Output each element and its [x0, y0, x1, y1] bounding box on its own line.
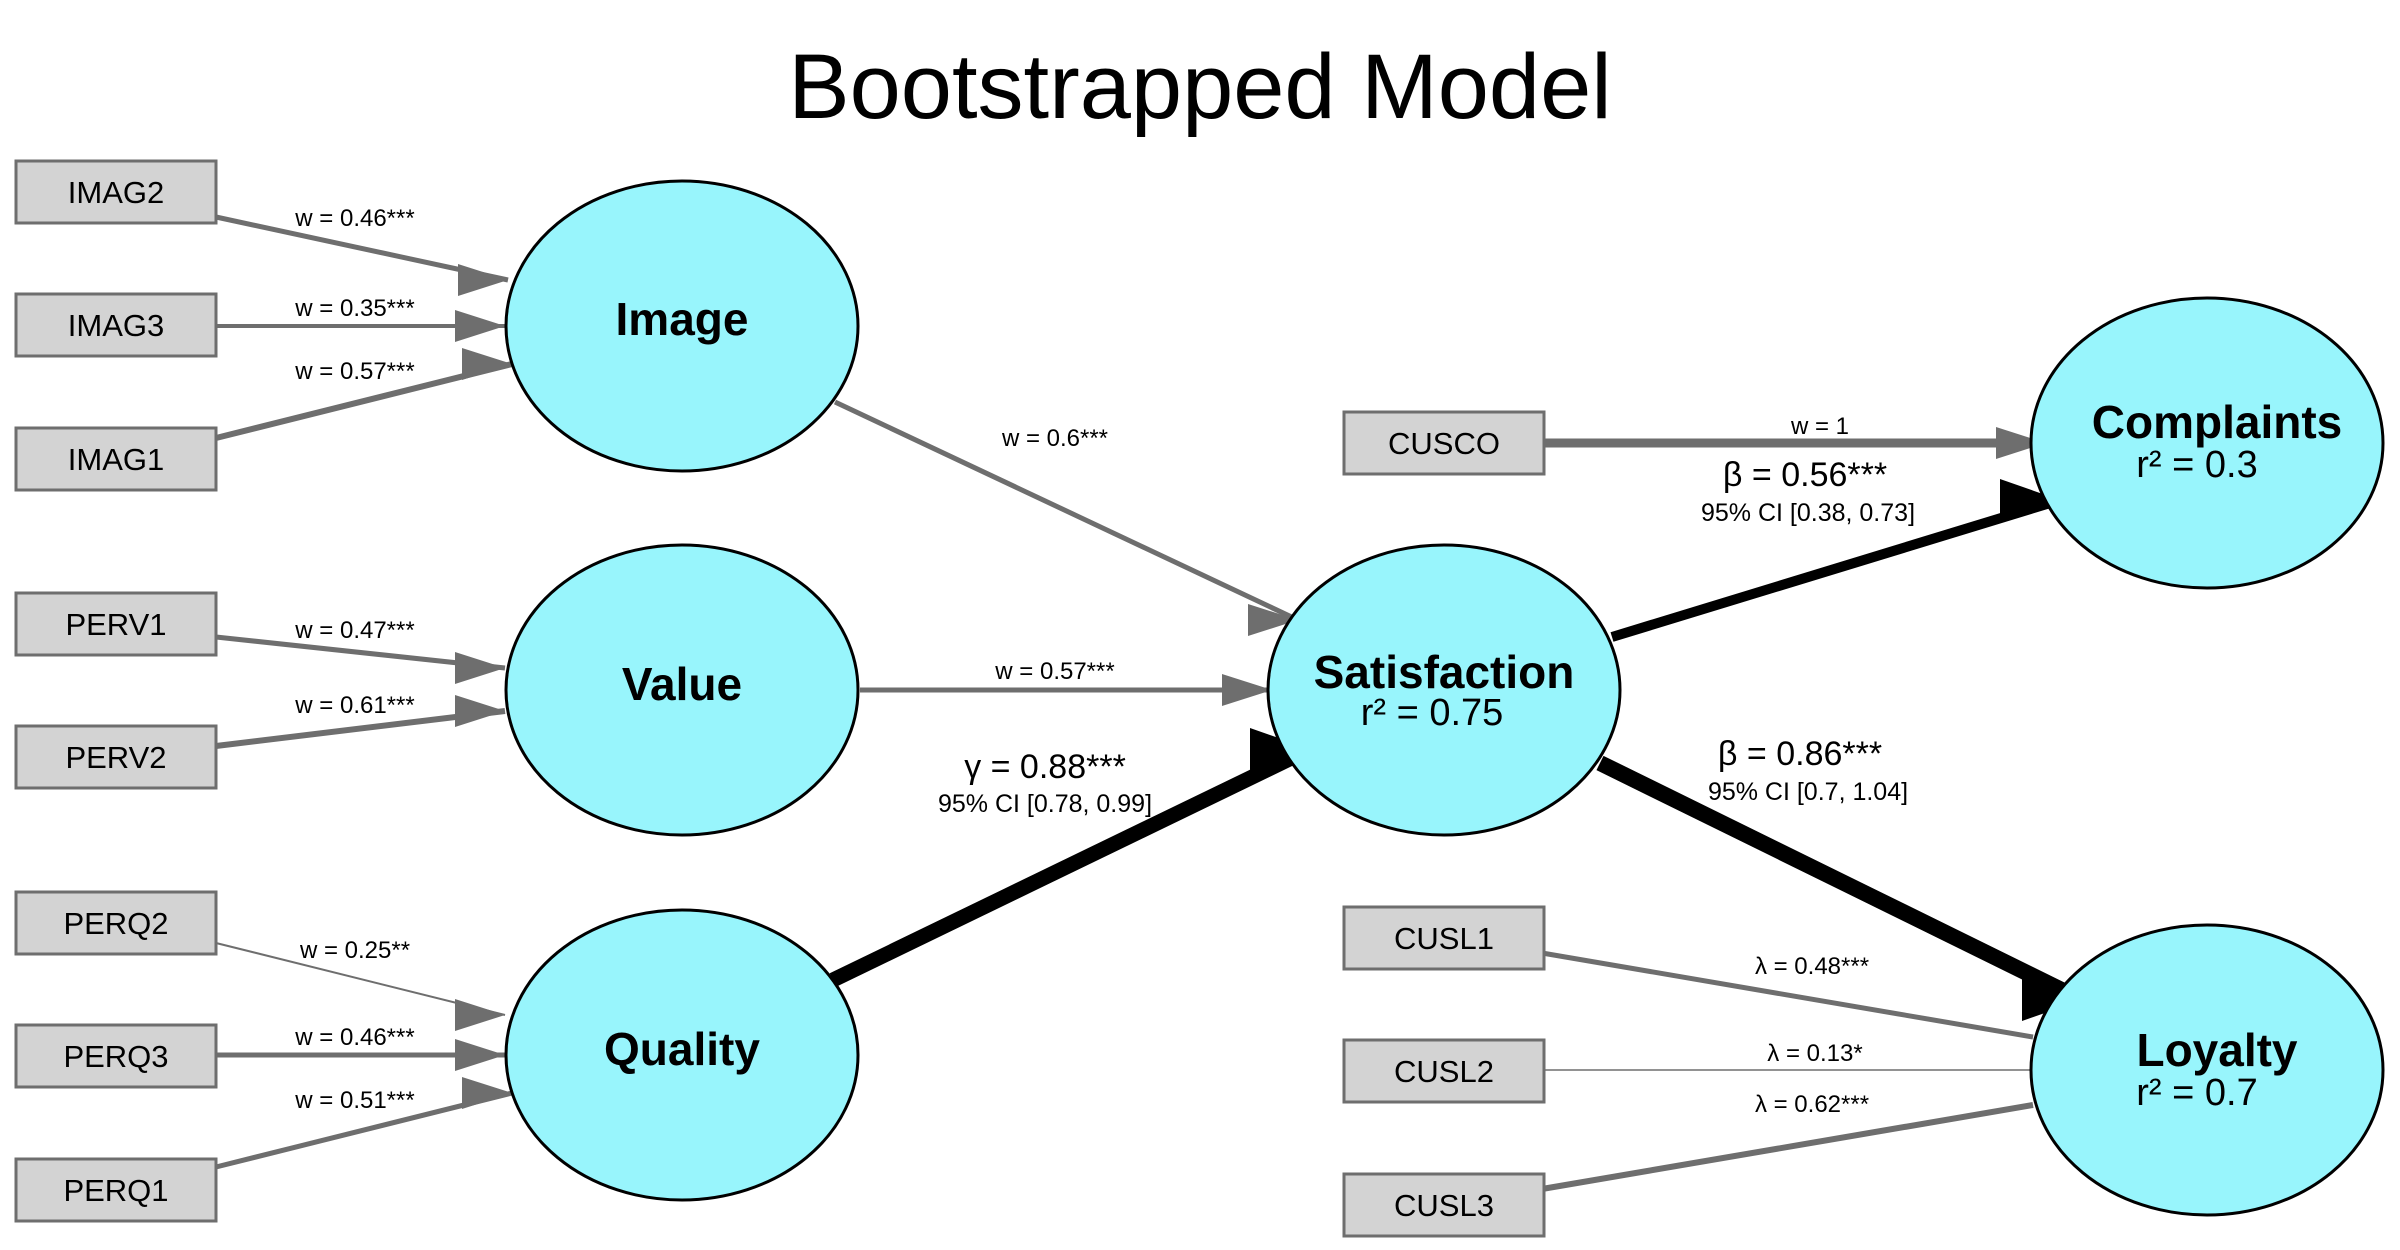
construct-ellipse: [2029, 296, 2385, 590]
construct-name: Value: [622, 658, 742, 710]
indicator-label: CUSL2: [1394, 1054, 1494, 1089]
construct-r-squared: r² = 0.75: [1361, 692, 1504, 734]
structural-edge-labels: w = 0.6*** w = 0.57*** γ = 0.88*** 95% C…: [938, 425, 1915, 818]
indicator-imag2: IMAG2: [14, 159, 218, 225]
indicator-cusl3: CUSL3: [1342, 1172, 1546, 1238]
construct-ellipse: [1266, 543, 1622, 837]
edge-satisfaction-loyalty: [1596, 755, 2086, 1021]
loading-label-cusl3: λ = 0.62***: [1755, 1091, 1869, 1118]
edge-perv2-value: [215, 695, 506, 749]
edge-image-satisfaction: [833, 399, 1300, 636]
structural-edges: [829, 399, 2086, 1021]
indicator-box: [14, 724, 218, 790]
indicator-label: IMAG1: [68, 442, 164, 477]
construct-loyalty: Loyalty r² = 0.7: [2029, 923, 2385, 1217]
edge-satisfaction-complaints: [1610, 479, 2062, 642]
indicator-perq3: PERQ3: [14, 1023, 218, 1089]
construct-quality: Quality: [504, 908, 860, 1202]
indicator-box: [14, 426, 218, 492]
indicator-box: [1342, 410, 1546, 476]
construct-value: Value: [504, 543, 860, 837]
weight-label-perv1: w = 0.47***: [294, 617, 414, 644]
weight-label-perv2: w = 0.61***: [294, 692, 414, 719]
construct-name: Image: [616, 293, 749, 345]
weight-label-cusco: w = 1: [1790, 413, 1849, 440]
path-coef-satisfaction-loyalty: β = 0.86***: [1718, 735, 1882, 773]
construct-r-squared: r² = 0.3: [2136, 444, 2257, 486]
edge-loyalty-cusl1: [1492, 937, 2034, 1040]
construct-complaints: Complaints r² = 0.3: [2029, 296, 2385, 590]
loading-label-cusl1: λ = 0.48***: [1755, 953, 1869, 980]
construct-image: Image: [504, 179, 860, 473]
weight-label-perq3: w = 0.46***: [294, 1024, 414, 1051]
construct-satisfaction: Satisfaction r² = 0.75: [1266, 543, 1622, 837]
edge-perq1-quality: [215, 1077, 513, 1170]
measurement-edge-labels: w = 0.46*** w = 0.35*** w = 0.57*** w = …: [294, 205, 1869, 1118]
loading-label-cusl2: λ = 0.13*: [1767, 1040, 1862, 1067]
weight-label-imag1: w = 0.57***: [294, 358, 414, 385]
indicator-label: IMAG2: [68, 175, 164, 210]
indicator-box: [14, 1157, 218, 1223]
construct-name: Quality: [604, 1023, 760, 1075]
weight-label-perq2: w = 0.25**: [299, 937, 410, 964]
weight-label-perq1: w = 0.51***: [294, 1087, 414, 1114]
indicator-label: PERQ3: [63, 1039, 168, 1074]
path-ci-satisfaction-complaints: 95% CI [0.38, 0.73]: [1701, 499, 1915, 527]
construct-ellipse: [504, 908, 860, 1202]
indicator-cusl1: CUSL1: [1342, 905, 1546, 971]
edge-perq2-quality: [215, 942, 506, 1031]
indicator-box: [1342, 1038, 1546, 1104]
edge-perv1-value: [215, 634, 506, 684]
indicator-label: PERQ2: [63, 906, 168, 941]
indicator-cusco: CUSCO: [1342, 410, 1546, 476]
construct-r-squared: r² = 0.7: [2136, 1072, 2257, 1114]
construct-ellipse: [504, 179, 860, 473]
construct-name: Loyalty: [2136, 1024, 2297, 1076]
indicator-label: CUSL1: [1394, 921, 1494, 956]
indicator-label: PERV2: [65, 740, 166, 775]
indicator-box: [1342, 1172, 1546, 1238]
indicator-box: [14, 1023, 218, 1089]
indicator-imag1: IMAG1: [14, 426, 218, 492]
edge-imag2-image: [215, 214, 509, 296]
indicator-label: CUSCO: [1388, 426, 1500, 461]
indicator-label: PERV1: [65, 607, 166, 642]
construct-ellipse: [2029, 923, 2385, 1217]
indicator-box: [14, 292, 218, 358]
path-ci-quality-satisfaction: 95% CI [0.78, 0.99]: [938, 790, 1152, 818]
indicator-box: [14, 890, 218, 956]
edge-loyalty-cusl3: [1492, 1102, 2034, 1205]
indicator-box: [14, 159, 218, 225]
indicator-box: [14, 591, 218, 657]
diagram-title: Bootstrapped Model: [788, 36, 1611, 138]
indicator-perq1: PERQ1: [14, 1157, 218, 1223]
indicator-cusl2: CUSL2: [1342, 1038, 1546, 1104]
indicator-perv1: PERV1: [14, 591, 218, 657]
indicator-label: PERQ1: [63, 1173, 168, 1208]
path-ci-satisfaction-loyalty: 95% CI [0.7, 1.04]: [1708, 778, 1908, 806]
weight-label-imag3: w = 0.35***: [294, 295, 414, 322]
edge-imag1-image: [215, 348, 513, 441]
path-coef-satisfaction-complaints: β = 0.56***: [1723, 456, 1887, 494]
indicator-perv2: PERV2: [14, 724, 218, 790]
construct-name: Satisfaction: [1314, 646, 1575, 698]
indicator-imag3: IMAG3: [14, 292, 218, 358]
weight-label-value-satisfaction: w = 0.57***: [994, 658, 1114, 685]
construct-name: Complaints: [2092, 396, 2342, 448]
indicator-label: CUSL3: [1394, 1188, 1494, 1223]
weight-label-imag2: w = 0.46***: [294, 205, 414, 232]
path-coef-quality-satisfaction: γ = 0.88***: [964, 748, 1126, 786]
indicator-label: IMAG3: [68, 308, 164, 343]
indicator-perq2: PERQ2: [14, 890, 218, 956]
indicator-box: [1342, 905, 1546, 971]
weight-label-image-satisfaction: w = 0.6***: [1001, 425, 1108, 452]
measurement-edges: [215, 214, 2046, 1205]
edge-quality-satisfaction: [829, 728, 1314, 987]
construct-ellipse: [504, 543, 860, 837]
